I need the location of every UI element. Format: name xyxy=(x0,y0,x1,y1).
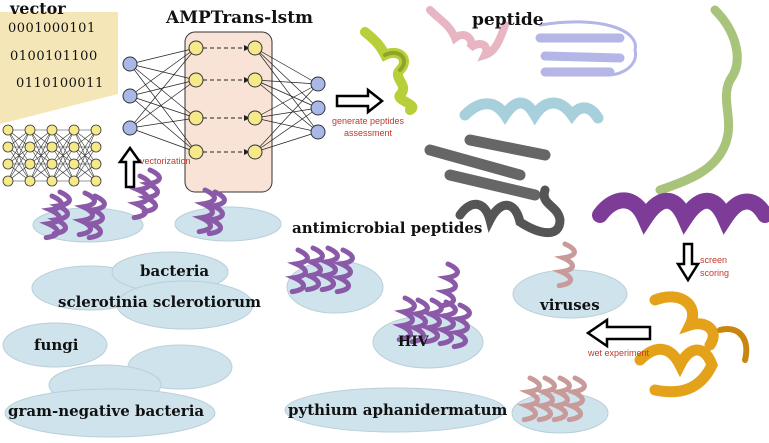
fungi-label: fungi xyxy=(34,336,79,354)
helix-icon xyxy=(144,170,160,213)
lstm-node xyxy=(188,110,204,126)
small-neural-network xyxy=(2,124,102,187)
generate-arrow xyxy=(335,87,385,115)
peptide-lightblue xyxy=(459,97,604,126)
network-node xyxy=(46,141,58,153)
lstm-node xyxy=(247,110,263,126)
bit-row-1: 0001000101 xyxy=(8,21,96,36)
peptide-orange xyxy=(634,291,750,398)
output-node xyxy=(310,124,326,140)
scoring-note: scoring xyxy=(700,268,730,278)
vectorization-arrow xyxy=(117,145,143,189)
lstm-node xyxy=(247,72,263,88)
lstm-node xyxy=(247,144,263,160)
network-node xyxy=(2,158,14,170)
network-node xyxy=(46,124,58,136)
network-node xyxy=(24,175,36,187)
network-node xyxy=(90,141,102,153)
peptide-label: peptide xyxy=(472,10,544,30)
model-label: AMPTrans-lstm xyxy=(166,8,314,28)
input-node xyxy=(122,88,138,104)
network-node xyxy=(68,124,80,136)
output-node xyxy=(310,76,326,92)
wet-experiment-arrow xyxy=(585,317,652,349)
generate-note: generate peptides xyxy=(332,116,405,126)
network-node xyxy=(90,158,102,170)
bit-row-3: 0110100011 xyxy=(16,76,104,91)
lstm-node xyxy=(188,40,204,56)
network-node xyxy=(46,175,58,187)
network-node xyxy=(46,158,58,170)
input-node xyxy=(122,120,138,136)
network-node xyxy=(2,175,14,187)
lstm-network xyxy=(122,40,326,160)
vector-label: vector xyxy=(10,0,66,18)
lstm-node xyxy=(247,40,263,56)
network-node xyxy=(68,158,80,170)
screen-arrow xyxy=(675,242,701,283)
peptide-yellowgreen xyxy=(360,27,418,115)
bacteria-label: bacteria xyxy=(140,262,210,280)
vectorization-note: vectorization xyxy=(140,156,191,166)
lstm-node xyxy=(188,72,204,88)
bit-row-2: 0100101100 xyxy=(10,49,98,64)
network-node xyxy=(24,141,36,153)
network-node xyxy=(2,124,14,136)
peptide-lavender xyxy=(535,20,637,77)
gram-negative-label: gram-negative bacteria xyxy=(8,402,205,420)
output-node xyxy=(310,100,326,116)
network-node xyxy=(90,175,102,187)
peptide-large-green-purple xyxy=(592,5,769,235)
screen-note: screen xyxy=(700,255,728,265)
network-node xyxy=(24,124,36,136)
network-node xyxy=(2,141,14,153)
viruses-label: viruses xyxy=(540,296,600,314)
input-node xyxy=(122,56,138,72)
sclerotinia-label: sclerotinia sclerotiorum xyxy=(58,293,261,311)
hiv-label: HIV xyxy=(398,334,429,350)
assessment-note: assessment xyxy=(344,128,393,138)
network-node xyxy=(68,175,80,187)
network-node xyxy=(68,141,80,153)
antimicrobial-peptides-label: antimicrobial peptides xyxy=(292,219,483,237)
network-node xyxy=(90,124,102,136)
pythium-label: pythium aphanidermatum xyxy=(288,401,508,419)
vector-background xyxy=(0,12,118,124)
lstm-node xyxy=(188,144,204,160)
peptide-pink xyxy=(426,6,509,62)
wet-experiment-note: wet experiment xyxy=(588,348,650,358)
network-node xyxy=(24,158,36,170)
peptide-gray xyxy=(424,134,565,238)
